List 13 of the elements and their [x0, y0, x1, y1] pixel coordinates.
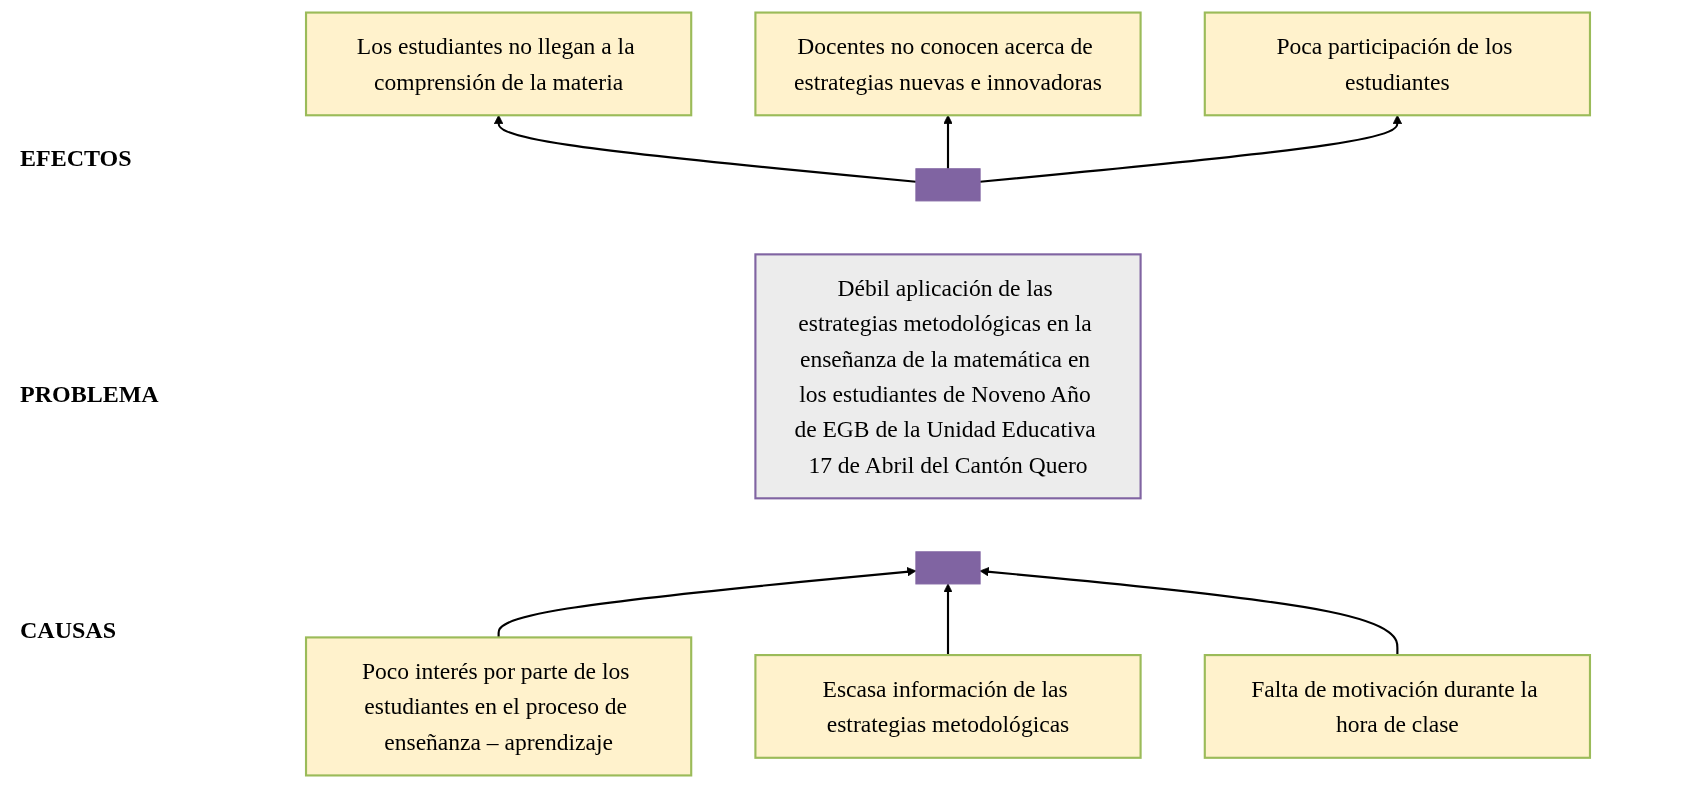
node-box: Poco interés por parte de los estudiantes en el proceso de enseñanza – aprendizaje [304, 636, 693, 777]
node-box: Los estudiantes no llegan a la comprensión de la materia [304, 11, 693, 117]
node-box: Poca participación de los estudiantes [1203, 11, 1592, 117]
arrow [943, 583, 953, 656]
row-label: CAUSAS [20, 616, 118, 644]
node-bar [915, 551, 981, 585]
node-box: Docentes no conocen acerca de estrategias nuevas e innovadoras [754, 11, 1142, 117]
node-box: Falta de motivación durante la hora de clase [1203, 654, 1592, 759]
node-box: Débil aplicación de las estrategias metodológicas en la enseñanza de la matemática en los estudiantes de Noveno Año de EGB de la Unidad Educativa 17 de Abril del Cantón Quero [754, 253, 1142, 500]
node-bar [915, 168, 981, 202]
row-label: EFECTOS [20, 144, 133, 172]
node-box: Escasa información de las estrategias metodológicas [754, 654, 1142, 759]
row-label: PROBLEMA [20, 380, 160, 408]
